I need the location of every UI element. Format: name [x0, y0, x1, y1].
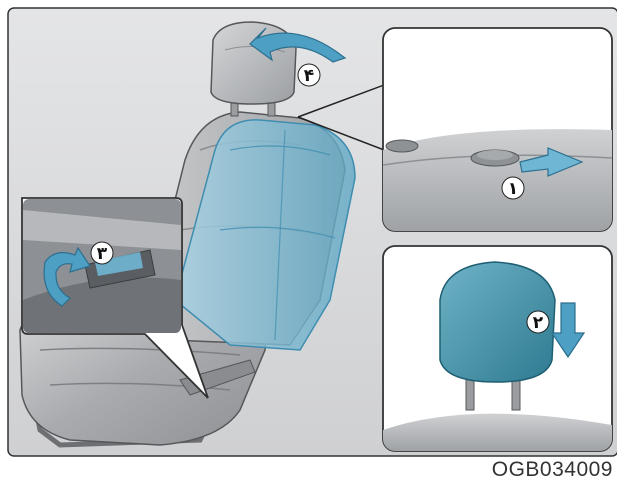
step-badge-4: ۴ — [298, 64, 320, 86]
step-1-label: ۱ — [508, 179, 518, 199]
step-4-label: ۴ — [304, 66, 314, 86]
seat-top-hole — [386, 140, 418, 152]
step-2-label: ۲ — [533, 313, 544, 333]
step-badge-3: ۳ — [91, 242, 113, 264]
inset-headrest-lower — [383, 246, 612, 451]
step-badge-1: ۱ — [502, 177, 524, 199]
figure-reference-code: OGB034009 — [492, 458, 613, 482]
step-3-label: ۳ — [97, 244, 108, 264]
step-badge-2: ۲ — [527, 311, 549, 333]
